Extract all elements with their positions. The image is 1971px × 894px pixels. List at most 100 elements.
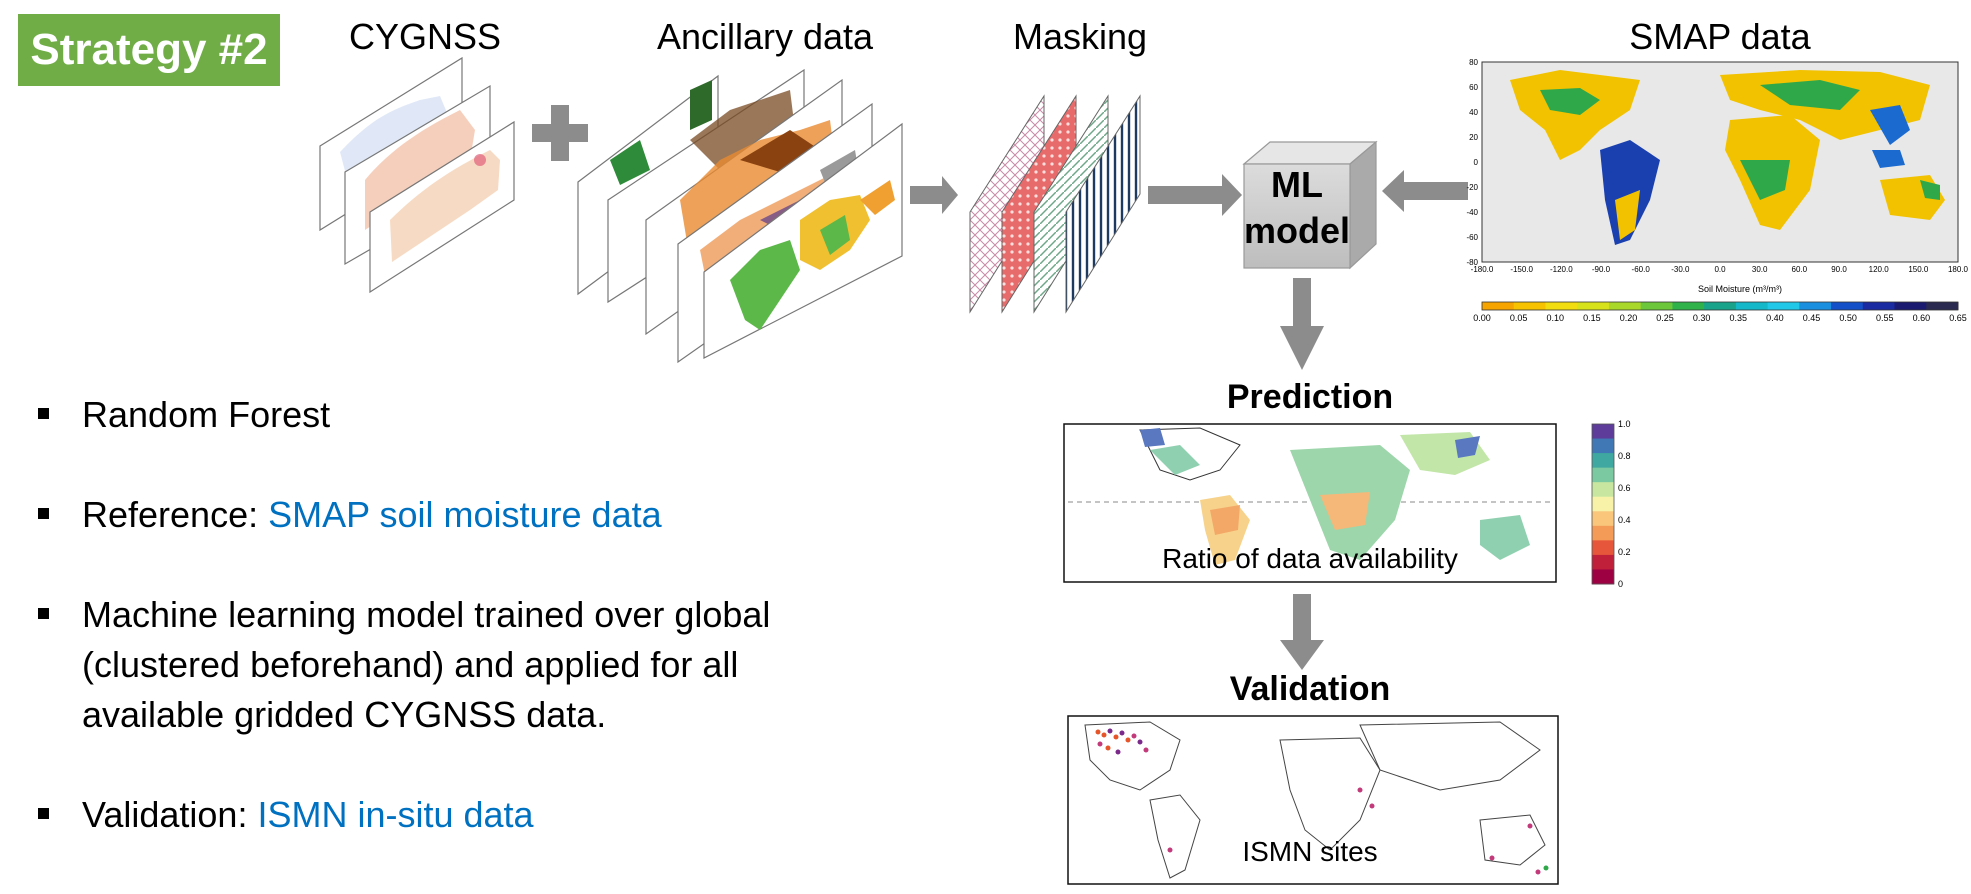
smap-colorbar-tick: 0.05 <box>1510 313 1528 323</box>
bullet-square <box>38 408 49 419</box>
smap-south-america <box>1600 140 1660 245</box>
arrow-to-prediction <box>1280 278 1324 370</box>
mask-layer-4 <box>1065 94 1141 314</box>
bullet-text: Validation: <box>82 794 258 835</box>
smap-colorbar-tick: 0.45 <box>1803 313 1821 323</box>
bullet-text: Reference: <box>82 494 269 535</box>
smap-y-tick: 60 <box>1469 83 1478 92</box>
smap-colorbar-tick: 0.25 <box>1656 313 1674 323</box>
bullet-square <box>38 808 49 819</box>
smap-colorbar-tick: 0.65 <box>1949 313 1967 323</box>
smap-colorbar-segment <box>1482 302 1515 310</box>
prediction-colorbar-segment <box>1592 554 1614 570</box>
smap-y-tick: 20 <box>1469 133 1478 142</box>
smap-colorbar-segment <box>1831 302 1864 310</box>
smap-colorbar-tick: 0.35 <box>1730 313 1748 323</box>
smap-y-tick: -60 <box>1466 233 1478 242</box>
smap-y-tick: 40 <box>1469 108 1478 117</box>
smap-colorbar-tick: 0.55 <box>1876 313 1894 323</box>
smap-colorbar-segment <box>1640 302 1673 310</box>
smap-y-tick: -80 <box>1466 258 1478 267</box>
bullet-square <box>38 608 49 619</box>
smap-colorbar-tick: 0.00 <box>1473 313 1491 323</box>
ml-model-line1: ML <box>1271 164 1323 205</box>
prediction-colorbar-segment <box>1592 569 1614 585</box>
prediction-colorbar-tick: 1.0 <box>1618 419 1631 429</box>
ismn-link[interactable]: ISMN in-situ data <box>257 794 534 835</box>
smap-colorbar-segment <box>1767 302 1800 310</box>
smap-colorbar-segment <box>1545 302 1578 310</box>
smap-x-tick: 0.0 <box>1714 265 1726 274</box>
prediction-colorbar-frame <box>1591 423 1615 585</box>
smap-colorbar-frame <box>1481 301 1959 311</box>
smap-colorbar-segment <box>1608 302 1642 310</box>
smap-x-tick: 180.0 <box>1948 265 1969 274</box>
smap-colorbar-tick: 0.10 <box>1546 313 1564 323</box>
ancillary-header: Ancillary data <box>656 16 874 57</box>
smap-x-tick: -60.0 <box>1632 265 1651 274</box>
smap-colorbar-segment <box>1577 302 1610 310</box>
prediction-title: Prediction <box>1226 378 1394 416</box>
ml-model-line2: model <box>1244 210 1351 251</box>
smap-x-tick: 60.0 <box>1792 265 1808 274</box>
smap-x-tick: -90.0 <box>1592 265 1611 274</box>
prediction-map <box>1063 423 1557 583</box>
smap-x-tick: -150.0 <box>1510 265 1533 274</box>
prediction-caption: Ratio of data availability <box>1162 543 1458 574</box>
validation-title: Validation <box>1229 670 1391 708</box>
smap-axes: 806040200-20-40-60-80-180.0-150.0-120.0-… <box>1466 58 1968 294</box>
smap-colorbar-segment <box>1799 302 1832 310</box>
smap-colorbar-segment <box>1513 302 1546 310</box>
prediction-colorbar: 1.00.80.60.40.20 <box>1591 419 1631 589</box>
strategy-badge: Strategy #2 <box>18 14 280 86</box>
validation-caption: ISMN sites <box>1242 836 1378 867</box>
smap-y-tick: -40 <box>1466 208 1478 217</box>
smap-x-tick: -180.0 <box>1471 265 1494 274</box>
smap-x-tick: 150.0 <box>1908 265 1929 274</box>
prediction-colorbar-tick: 0.6 <box>1618 483 1631 493</box>
smap-xlabel: Soil Moisture (m³/m³) <box>1698 284 1782 294</box>
smap-colorbar-segment <box>1672 302 1705 310</box>
bullet-square <box>38 508 49 519</box>
arrow-to-masking <box>910 176 958 214</box>
ml-model-label: ML model <box>1244 162 1350 254</box>
smap-colorbar-tick: 0.60 <box>1913 313 1931 323</box>
ismn-site-markers <box>1095 728 1549 875</box>
masking-header: Masking <box>1012 16 1148 57</box>
smap-colorbar-tick: 0.30 <box>1693 313 1711 323</box>
ml-model-cube <box>1242 140 1378 270</box>
cygnss-header: CYGNSS <box>348 16 502 57</box>
ancillary-panel-5 <box>703 122 903 359</box>
prediction-colorbar-segment <box>1592 482 1614 498</box>
smap-x-tick: 120.0 <box>1869 265 1890 274</box>
prediction-colorbar-segment <box>1592 438 1614 454</box>
smap-reference-link[interactable]: SMAP soil moisture data <box>268 494 662 535</box>
smap-y-tick: 80 <box>1469 58 1478 67</box>
arrow-to-ml <box>1148 174 1242 216</box>
smap-colorbar-segment <box>1894 302 1927 310</box>
smap-x-tick: -30.0 <box>1671 265 1690 274</box>
prediction-colorbar-tick: 0 <box>1618 579 1623 589</box>
smap-x-tick: 30.0 <box>1752 265 1768 274</box>
prediction-colorbar-segment <box>1592 540 1614 556</box>
smap-colorbar-tick: 0.40 <box>1766 313 1784 323</box>
smap-colorbar-segment <box>1862 302 1896 310</box>
prediction-colorbar-segment <box>1592 424 1614 440</box>
prediction-colorbar-segment <box>1592 453 1614 469</box>
bullet-text: Random Forest <box>82 394 331 435</box>
smap-map <box>1481 61 1959 263</box>
smap-colorbar-tick: 0.15 <box>1583 313 1601 323</box>
prediction-colorbar-tick: 0.8 <box>1618 451 1631 461</box>
smap-colorbar-segment <box>1926 302 1959 310</box>
smap-colorbar-tick: 0.50 <box>1839 313 1857 323</box>
smap-x-tick: -120.0 <box>1550 265 1573 274</box>
arrow-from-smap <box>1382 170 1468 212</box>
smap-header: SMAP data <box>1629 16 1811 57</box>
smap-colorbar-segment <box>1735 302 1769 310</box>
plus-icon <box>532 105 588 161</box>
arrow-to-validation <box>1280 594 1324 670</box>
cygnss-panel-3 <box>369 120 515 294</box>
prediction-colorbar-segment <box>1592 511 1614 527</box>
cygnss-stack <box>319 56 515 294</box>
